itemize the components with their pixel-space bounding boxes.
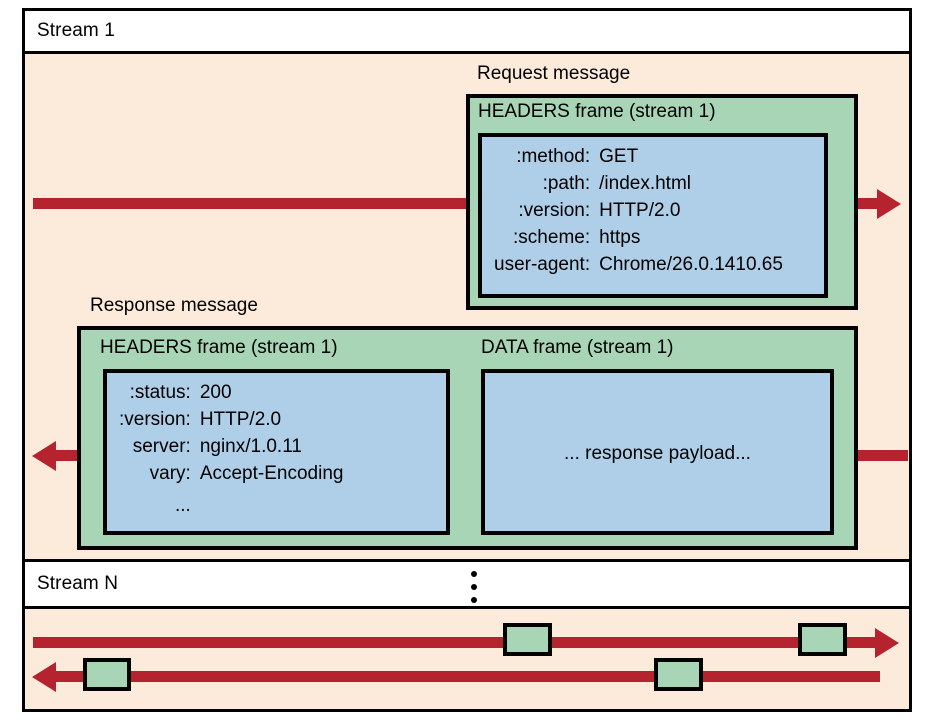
- header-key: :scheme:: [513, 227, 591, 249]
- table-row: user-agent: Chrome/26.0.1410.65: [494, 251, 783, 278]
- response-payload-text: ... response payload...: [564, 443, 751, 464]
- table-row: ...: [119, 487, 343, 519]
- table-row: :path: /index.html: [494, 170, 783, 197]
- stream-n-inbound-arrow-head-icon: [32, 662, 56, 692]
- header-key: :method:: [516, 146, 591, 167]
- header-key: :version:: [119, 409, 191, 431]
- table-row: vary: Accept-Encoding: [119, 460, 344, 487]
- header-value: Accept-Encoding: [199, 463, 344, 485]
- header-value: https: [599, 227, 641, 249]
- vertical-ellipsis-icon: [471, 571, 477, 603]
- stream-n-inbound-frame-block: [83, 658, 131, 691]
- response-headers-frame-title: HEADERS frame (stream 1): [100, 337, 338, 358]
- header-value: HTTP/2.0: [599, 200, 681, 222]
- stream-n-body-panel: [25, 609, 909, 709]
- stream-n-outbound-frame-block: [503, 623, 552, 656]
- stream-n-inbound-arrow-line: [56, 671, 880, 682]
- response-headers-payload-box: [103, 369, 450, 535]
- ellipsis-dot: [471, 584, 477, 590]
- stream-n-outbound-frame-block: [798, 623, 847, 656]
- request-arrow-line-left: [33, 198, 467, 209]
- stream-n-band-bottom-divider: [25, 606, 909, 609]
- response-data-frame-title: DATA frame (stream 1): [481, 337, 674, 358]
- header-key: server:: [132, 436, 191, 458]
- header-continuation-ellipsis: ...: [174, 495, 191, 517]
- table-row: :method: GET: [494, 143, 783, 170]
- ellipsis-dot: [471, 571, 477, 577]
- response-headers-table: :status: 200 :version: HTTP/2.0 server: …: [119, 379, 343, 519]
- header-key: :path:: [542, 173, 591, 195]
- header-value: nginx/1.0.11: [199, 436, 302, 458]
- stream-n-outbound-arrow-line: [33, 637, 878, 648]
- request-headers-payload-box: [478, 133, 828, 298]
- stream-n-outbound-arrow-head-icon: [875, 628, 899, 658]
- header-value: 200: [199, 382, 232, 403]
- header-value: Chrome/26.0.1410.65: [599, 254, 783, 276]
- header-value: /index.html: [599, 173, 691, 195]
- response-arrow-line-right: [858, 450, 908, 461]
- header-key: vary:: [149, 463, 191, 485]
- stream-n-label-band: [25, 562, 909, 606]
- header-key: user-agent:: [494, 254, 591, 276]
- stream-1-label-band: [25, 11, 909, 51]
- header-key: :status:: [129, 382, 191, 403]
- stream-n-band-top-divider: [25, 559, 909, 562]
- response-arrow-line-left: [56, 450, 78, 461]
- response-message-label: Response message: [90, 295, 258, 316]
- header-value: HTTP/2.0: [199, 409, 282, 431]
- request-arrow-head-icon: [877, 189, 901, 219]
- request-headers-frame-title: HEADERS frame (stream 1): [478, 101, 716, 122]
- request-arrow-line-right: [853, 198, 880, 209]
- table-row: :version: HTTP/2.0: [494, 197, 783, 224]
- table-row: :version: HTTP/2.0: [119, 406, 343, 433]
- header-value: GET: [599, 146, 639, 167]
- ellipsis-dot: [471, 597, 477, 603]
- request-headers-table: :method: GET :path: /index.html :version…: [494, 143, 783, 278]
- request-message-label: Request message: [477, 63, 631, 84]
- response-data-payload-box: [481, 369, 834, 535]
- response-arrow-head-icon: [32, 441, 56, 471]
- stream-n-inbound-frame-block: [654, 658, 703, 691]
- table-row: :status: 200: [119, 379, 343, 406]
- stream-1-label: Stream 1: [37, 20, 115, 41]
- stream-n-label: Stream N: [37, 573, 119, 594]
- header-key: :version:: [518, 200, 591, 222]
- stream-1-band-divider: [25, 51, 909, 54]
- table-row: server: nginx/1.0.11: [119, 433, 343, 460]
- table-row: :scheme: https: [494, 224, 783, 251]
